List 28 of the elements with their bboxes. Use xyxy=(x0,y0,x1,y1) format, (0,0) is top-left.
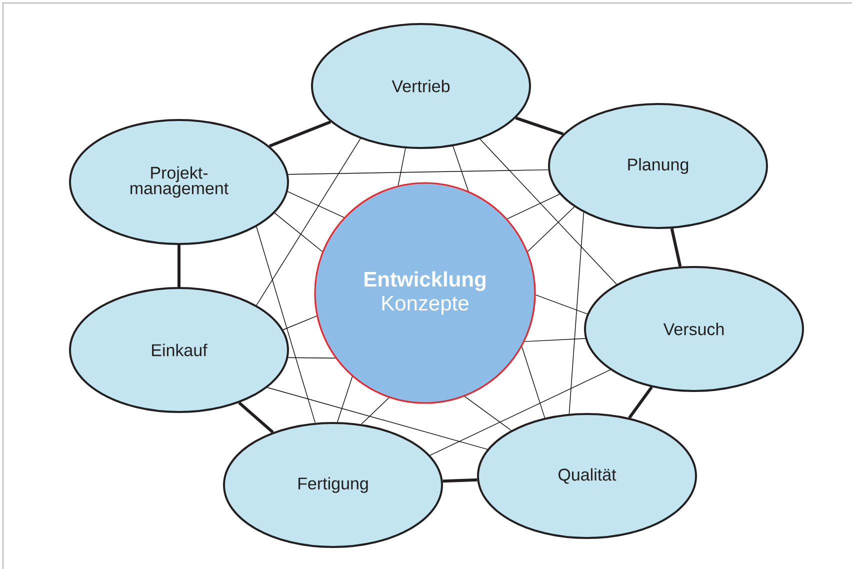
link-line xyxy=(288,357,336,358)
ring-line xyxy=(628,386,653,419)
link-line xyxy=(267,387,488,450)
ring-line xyxy=(515,116,564,136)
link-line xyxy=(256,226,316,424)
link-line xyxy=(398,148,406,186)
link-line xyxy=(337,376,353,422)
link-line xyxy=(568,212,584,414)
link-line xyxy=(527,206,575,252)
link-line xyxy=(256,138,361,306)
link-line xyxy=(506,194,560,220)
link-line xyxy=(535,294,588,314)
ring-line xyxy=(238,402,274,434)
link-line xyxy=(522,346,546,418)
link-line xyxy=(361,397,390,424)
link-line xyxy=(452,146,469,192)
ring-line xyxy=(670,228,682,267)
ring-line xyxy=(442,478,478,483)
link-line xyxy=(288,169,549,175)
link-line xyxy=(480,138,617,285)
link-line xyxy=(287,191,344,218)
ring-line xyxy=(268,120,332,148)
link-line xyxy=(274,212,323,252)
link-line xyxy=(430,369,611,456)
link-line xyxy=(282,316,317,330)
ring-line xyxy=(178,245,180,287)
link-line xyxy=(464,396,512,431)
link-line xyxy=(524,338,586,342)
